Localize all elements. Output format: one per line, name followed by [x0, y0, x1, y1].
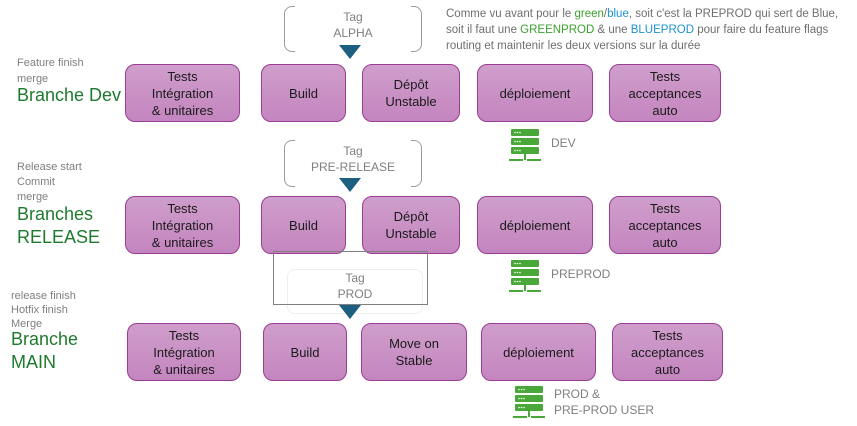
step-deploiement[interactable]: déploiement	[481, 323, 596, 381]
trigger-label: Merge	[11, 318, 43, 330]
trigger-label: Feature finish	[17, 57, 84, 69]
env-label: DEV	[551, 136, 576, 150]
step-tests-acceptance[interactable]: Tests acceptances auto	[609, 196, 721, 254]
step-depot-unstable[interactable]: Dépôt Unstable	[362, 64, 460, 122]
note-text: , soit c'est la PREPROD qui sert de Blue…	[446, 8, 839, 36]
step-depot-unstable[interactable]: Dépôt Unstable	[362, 196, 460, 254]
note-blue: blue	[607, 8, 629, 20]
trigger-label: release finish	[11, 290, 76, 302]
note-text: Comme vu avant pour le	[446, 8, 575, 20]
step-tests-integration[interactable]: Tests Intégration & unitaires	[125, 196, 240, 254]
branch-title: Branches RELEASE	[17, 204, 101, 247]
trigger-label: Commit	[17, 176, 55, 188]
step-tests-acceptance[interactable]: Tests acceptances auto	[609, 64, 721, 122]
branch-title: Branche Dev	[17, 85, 122, 105]
note-greenprod: GREENPROD	[520, 24, 595, 36]
green-blue-note: Comme vu avant pour le green/blue, soit …	[446, 6, 856, 54]
tag-label: Tag PROD	[337, 271, 373, 301]
note-green: green	[574, 8, 604, 20]
step-deploiement[interactable]: déploiement	[477, 196, 593, 254]
note-slash: /	[603, 8, 608, 20]
step-build[interactable]: Build	[261, 64, 346, 122]
step-build[interactable]: Build	[261, 196, 346, 254]
step-tests-integration[interactable]: Tests Intégration & unitaires	[125, 64, 240, 122]
note-text: pour faire du feature flags routing et m…	[446, 24, 829, 52]
env-label: PROD & PRE-PROD USER	[554, 387, 655, 417]
note-text: & une	[594, 24, 631, 36]
tag-label: Tag ALPHA	[333, 10, 373, 40]
trigger-label: Release start	[17, 161, 82, 173]
trigger-label: merge	[17, 191, 49, 203]
note-blueprod: BLUEPROD	[630, 24, 695, 36]
arrow-down-icon	[339, 45, 361, 59]
branch-title: Branche MAIN	[11, 329, 79, 372]
env-label: PREPROD	[551, 267, 611, 281]
tag-pre-release: Tag PRE-RELEASE	[284, 140, 422, 187]
step-build[interactable]: Build	[263, 323, 347, 381]
arrow-down-icon	[339, 305, 361, 319]
trigger-label: Hotfix finish	[11, 304, 68, 316]
step-tests-integration[interactable]: Tests Intégration & unitaires	[127, 323, 241, 381]
selection-frame	[273, 251, 428, 305]
server-icon	[509, 129, 541, 161]
arrow-down-icon	[339, 178, 361, 192]
server-icon	[509, 260, 541, 292]
step-deploiement[interactable]: déploiement	[477, 64, 593, 122]
tag-label: Tag PRE-RELEASE	[310, 144, 396, 174]
tag-alpha: Tag ALPHA	[284, 6, 422, 52]
step-tests-acceptance[interactable]: Tests acceptances auto	[612, 323, 723, 381]
step-move-on-stable[interactable]: Move on Stable	[361, 323, 467, 381]
trigger-label: merge	[17, 73, 49, 85]
server-icon	[513, 386, 545, 418]
tag-prod: Tag PROD	[287, 269, 423, 314]
